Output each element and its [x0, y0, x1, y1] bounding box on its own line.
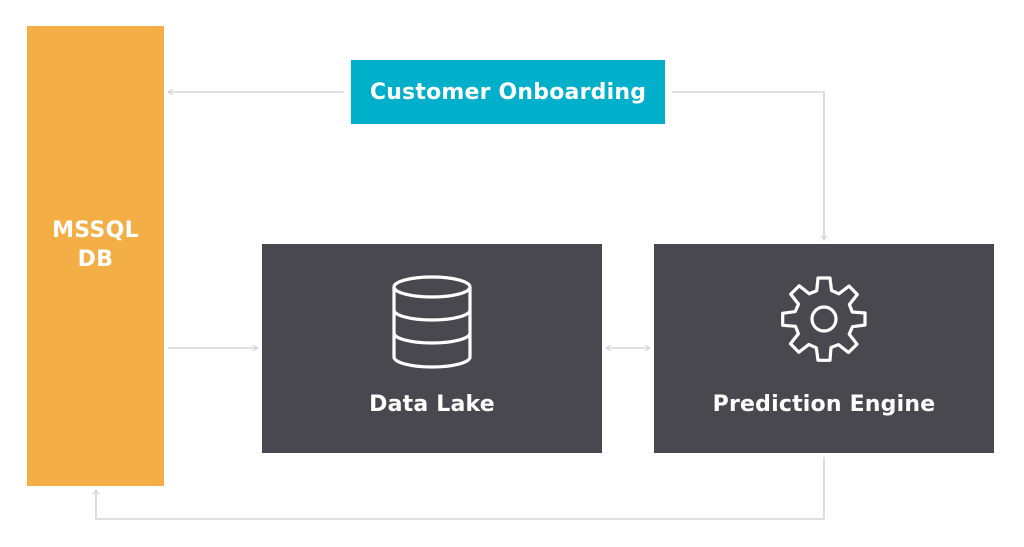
mssql-db-block: MSSQL DB [27, 26, 164, 486]
database-icon [392, 275, 472, 369]
prediction-engine-label: Prediction Engine [712, 392, 936, 417]
mssql-db-label: MSSQL DB [52, 218, 139, 272]
connector-engine-to-db [92, 457, 825, 520]
gear-icon [781, 276, 867, 362]
data-lake-box: Data Lake [262, 244, 602, 453]
connector-onboarding-to-engine [672, 91, 828, 242]
customer-onboarding-box: Customer Onboarding [351, 60, 665, 124]
prediction-engine-box: Prediction Engine [654, 244, 994, 453]
data-lake-label: Data Lake [369, 392, 495, 417]
customer-onboarding-label: Customer Onboarding [369, 79, 647, 105]
